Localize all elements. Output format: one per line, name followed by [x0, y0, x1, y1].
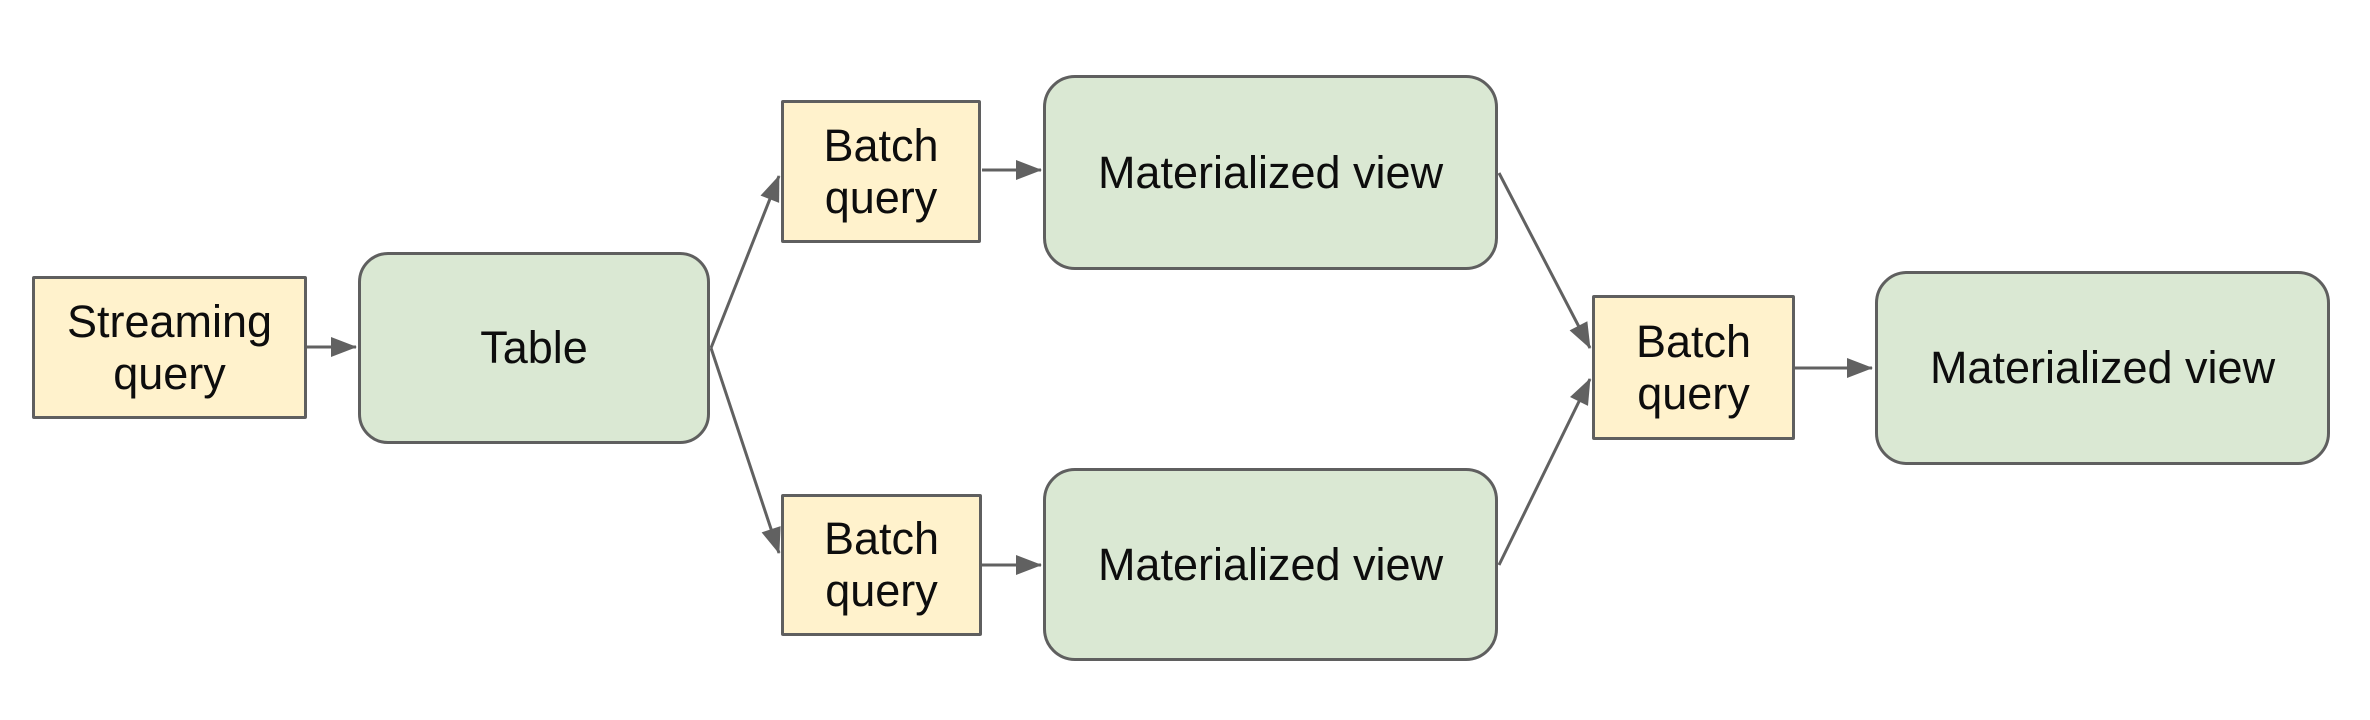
node-batch-query-right: Batch query — [1592, 295, 1795, 440]
node-label: Table — [480, 322, 588, 374]
node-label: Streaming query — [66, 295, 273, 399]
node-materialized-view-top: Materialized view — [1043, 75, 1498, 270]
node-label: Batch query — [1635, 315, 1752, 419]
node-batch-query-bottom: Batch query — [781, 494, 982, 636]
node-label: Batch query — [823, 119, 939, 223]
node-label: Materialized view — [1097, 146, 1444, 198]
node-label: Materialized view — [1097, 538, 1444, 590]
node-batch-query-top: Batch query — [781, 100, 981, 243]
edge-materialized-view-top-to-batch-query-right — [1497, 172, 1592, 349]
edge-table-to-batch-query-bottom — [709, 347, 781, 554]
node-streaming-query: Streaming query — [32, 276, 307, 419]
node-label: Batch query — [823, 513, 940, 616]
edge-materialized-view-bottom-to-batch-query-right — [1497, 378, 1592, 566]
node-materialized-view-right: Materialized view — [1875, 271, 2330, 465]
node-table: Table — [358, 252, 710, 444]
node-label: Materialized view — [1929, 342, 2276, 394]
node-materialized-view-bottom: Materialized view — [1043, 468, 1498, 661]
edge-table-to-batch-query-top — [709, 175, 781, 349]
